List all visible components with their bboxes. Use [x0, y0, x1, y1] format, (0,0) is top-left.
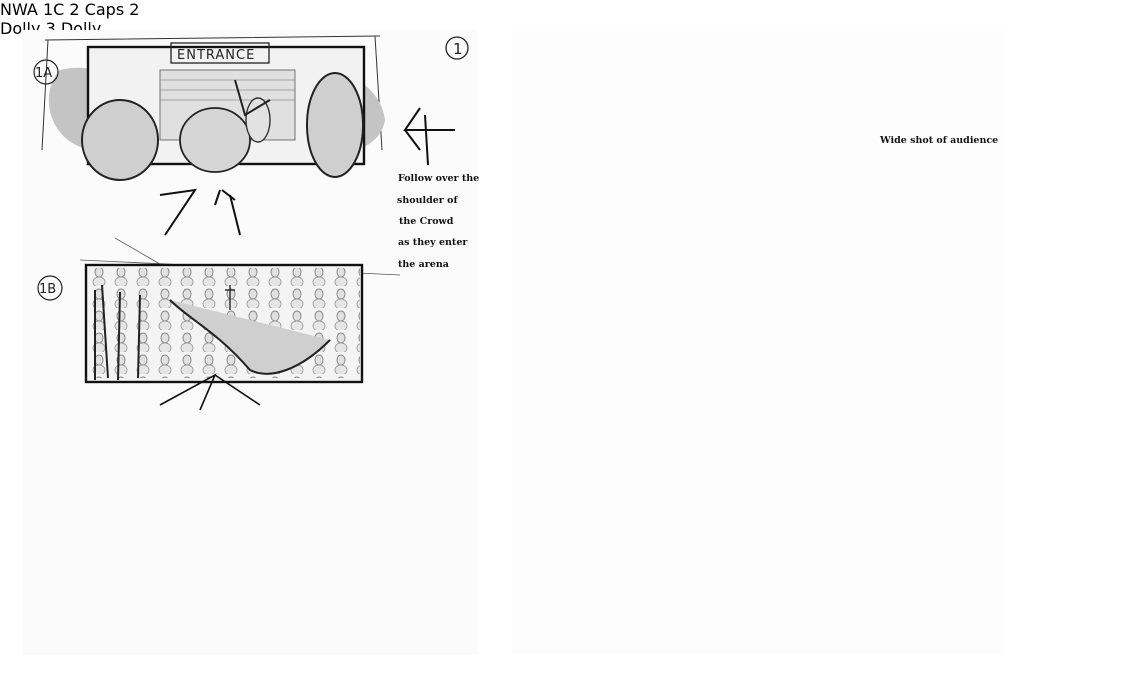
panel-1a: ENTRANCE: [41, 35, 385, 236]
storyboard-page-2: [512, 30, 1004, 655]
page-number-2: 2: [69, 0, 80, 19]
note-line-4: as they enter: [398, 237, 468, 248]
direction-arrow-left-1: [403, 107, 455, 166]
note-line-5: the arena: [398, 259, 449, 270]
svg-text:1: 1: [453, 40, 463, 58]
panel-1c: NWA: [0, 0, 38, 19]
svg-text:ENTRANCE: ENTRANCE: [177, 48, 255, 63]
note-line-2: shoulder of: [397, 195, 458, 206]
caps-annotation: Caps: [84, 0, 125, 19]
panel-1b: [79, 237, 401, 411]
note-line-3: the Crowd: [399, 216, 454, 227]
svg-text:1B: 1B: [39, 282, 56, 297]
note-line-1: Follow over the: [398, 173, 480, 184]
page-number-1: 1: [445, 36, 469, 60]
panel-3-label: 3: [45, 19, 56, 38]
panel-1c-label: 1C: [42, 0, 65, 19]
panel-1b-label: 1B: [37, 275, 63, 301]
svg-text:1A: 1A: [35, 66, 52, 81]
panel-2-label: 2: [129, 0, 140, 19]
panel-2-note: Wide shot of audience: [880, 135, 999, 146]
panel-1a-label: 1A: [33, 59, 59, 85]
